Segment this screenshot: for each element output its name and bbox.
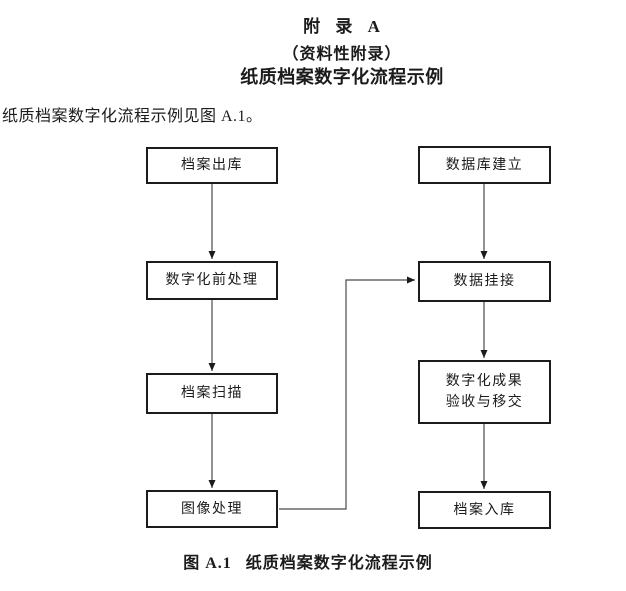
intro-paragraph: 纸质档案数字化流程示例见图 A.1。	[2, 108, 263, 125]
appendix-type: （资料性附录）	[282, 46, 402, 63]
flowchart-box-database-creation: 数据库建立	[418, 146, 551, 184]
box-label-line1: 数字化成果	[445, 374, 524, 389]
appendix-label: 附 录 A	[303, 17, 381, 36]
box-label: 档案出库	[181, 158, 243, 173]
flowchart-box-image-processing: 图像处理	[146, 490, 278, 528]
flowchart-box-pre-digitization: 数字化前处理	[146, 261, 278, 300]
box-label: 数据库建立	[445, 157, 524, 173]
flowchart-box-data-linking: 数据挂接	[418, 261, 551, 302]
figure-caption-title: 纸质档案数字化流程示例	[245, 555, 433, 572]
box-label-line2: 验收与移交	[445, 395, 524, 410]
box-label: 数据挂接	[453, 274, 516, 289]
appendix-title: 纸质档案数字化流程示例	[240, 67, 444, 87]
box-label: 数字化前处理	[165, 273, 259, 288]
flowchart-box-archive-storage: 档案入库	[418, 491, 551, 529]
figure-caption-label: 图 A.1	[183, 555, 232, 572]
box-label: 档案入库	[453, 502, 516, 518]
flowchart-box-results-acceptance: 数字化成果 验收与移交	[418, 360, 551, 424]
box-label: 档案扫描	[181, 386, 243, 401]
connector-image-processing-to-data-linking	[279, 276, 415, 510]
box-label: 图像处理	[181, 501, 243, 517]
flowchart-box-archive-checkout: 档案出库	[146, 147, 278, 184]
figure-caption: 图 A.1 纸质档案数字化流程示例	[0, 549, 616, 573]
flowchart-box-archive-scanning: 档案扫描	[146, 373, 278, 414]
